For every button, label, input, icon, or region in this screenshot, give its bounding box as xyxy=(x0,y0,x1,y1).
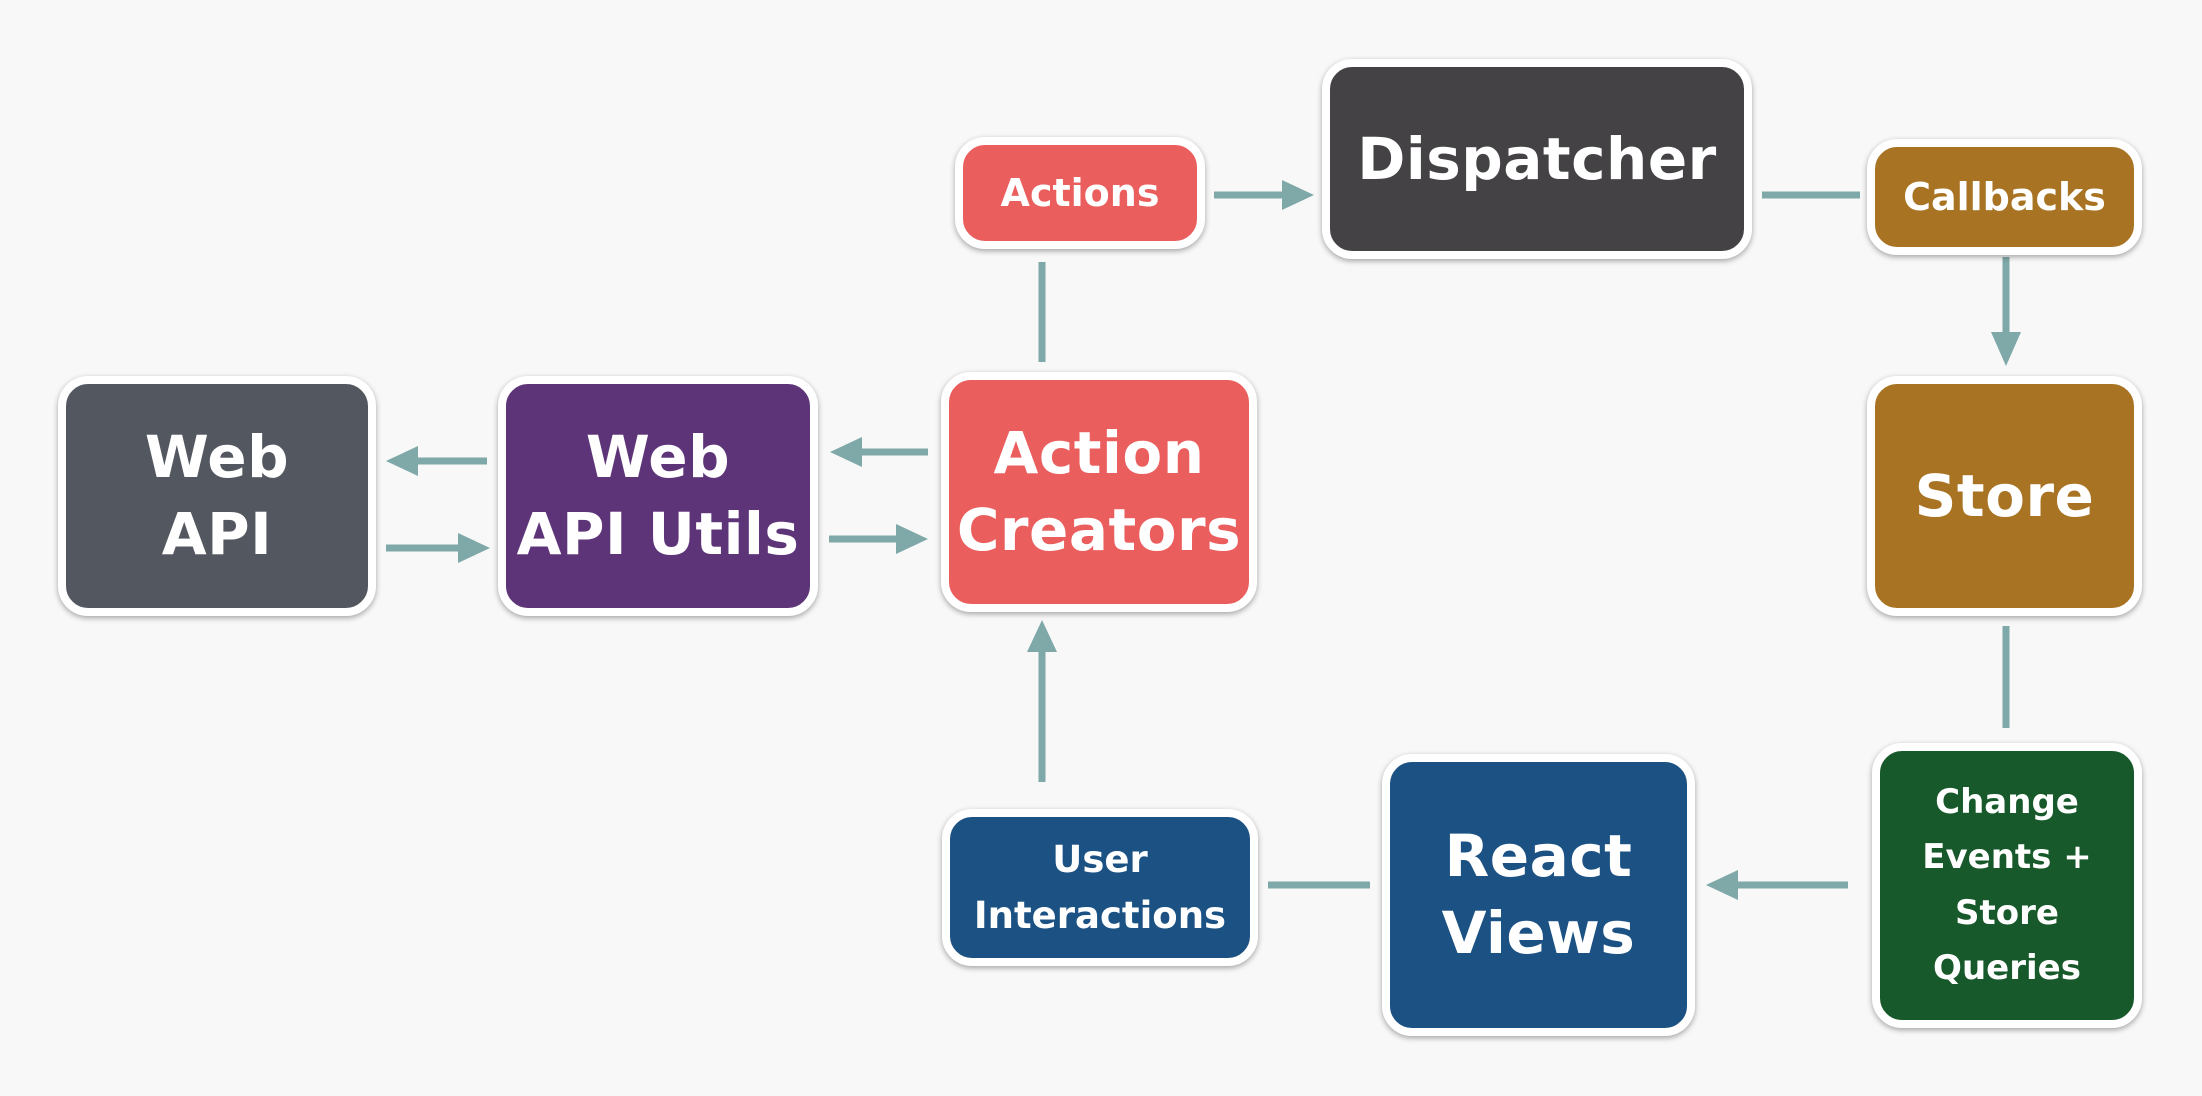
arrowhead xyxy=(1027,620,1057,652)
arrowhead xyxy=(458,533,490,563)
store-node: Store xyxy=(1867,376,2142,616)
callbacks-node: Callbacks xyxy=(1867,139,2142,255)
react-views-node: React Views xyxy=(1382,754,1695,1036)
arrowhead xyxy=(1991,332,2021,366)
user-interactions-node: User Interactions xyxy=(942,809,1258,966)
react-views-label: React Views xyxy=(1441,822,1636,967)
change-events-store-queries-label: Change Events + Store Queries xyxy=(1922,782,2092,988)
dispatcher-node: Dispatcher xyxy=(1322,59,1752,259)
callbacks-label: Callbacks xyxy=(1903,174,2106,219)
web-api-utils-node: Web API Utils xyxy=(498,376,818,616)
actions-node: Actions xyxy=(955,137,1205,249)
action-creators-node: Action Creators xyxy=(941,372,1257,612)
web-api-utils-label: Web API Utils xyxy=(516,423,800,568)
store-label: Store xyxy=(1914,461,2095,530)
user-interactions-label: User Interactions xyxy=(973,838,1227,937)
action-creators-label: Action Creators xyxy=(956,419,1242,564)
web-api-label: Web API xyxy=(144,423,290,568)
arrowhead xyxy=(830,437,862,467)
change-events-store-queries-node: Change Events + Store Queries xyxy=(1872,743,2142,1028)
arrowhead xyxy=(1282,180,1314,210)
arrowhead xyxy=(1706,870,1738,900)
actions-label: Actions xyxy=(1000,170,1160,215)
arrowhead xyxy=(896,524,928,554)
dispatcher-label: Dispatcher xyxy=(1357,124,1717,193)
arrowhead xyxy=(386,446,418,476)
web-api-node: Web API xyxy=(58,376,376,616)
